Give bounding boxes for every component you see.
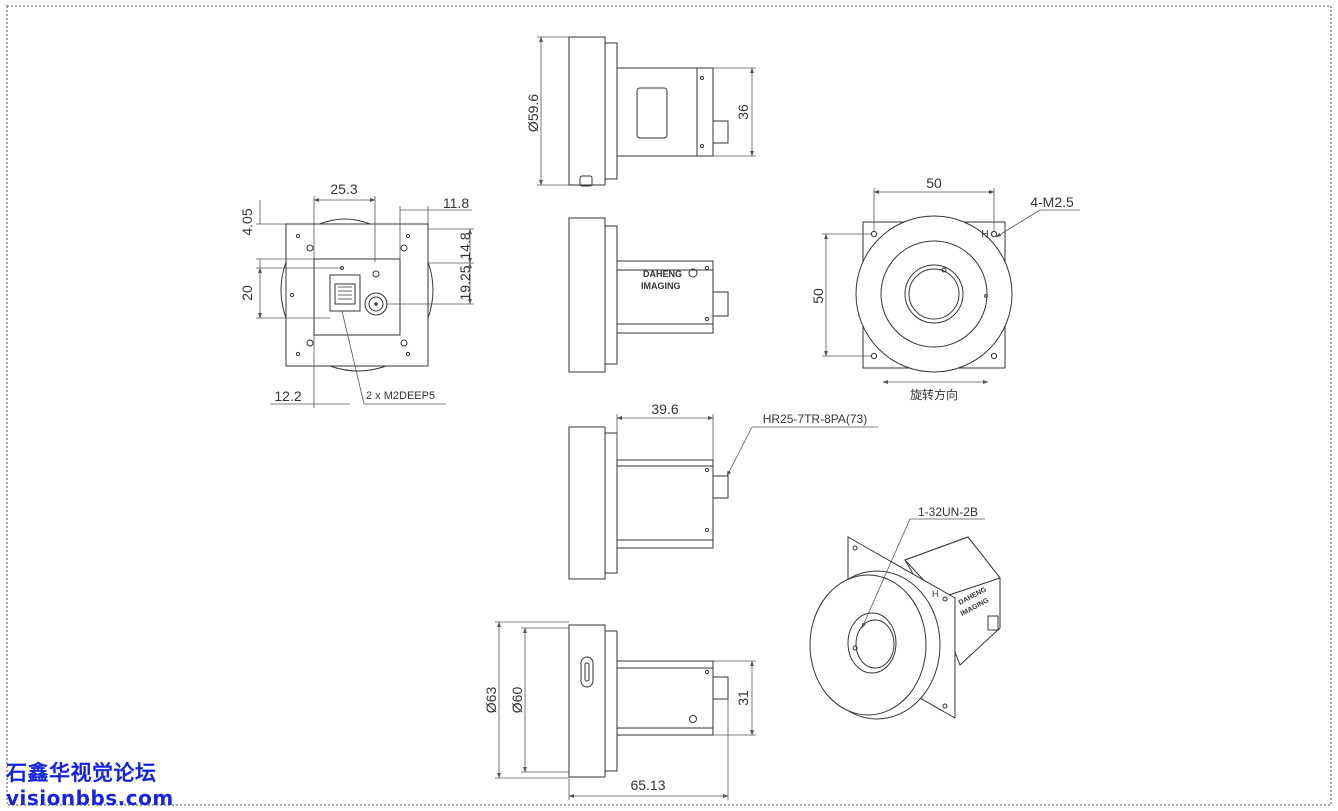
rj45-inner — [334, 283, 356, 305]
dim-4-05: 4.05 — [239, 208, 255, 235]
top-label-recess — [636, 87, 668, 139]
side-connector — [712, 291, 729, 317]
front-back-panel — [313, 258, 401, 336]
connector-view — [568, 426, 729, 580]
front-view — [280, 218, 434, 372]
dim-12-2: 12.2 — [274, 388, 301, 404]
lens-view — [855, 215, 1013, 373]
front-dimensions — [256, 196, 474, 408]
top-screw — [579, 175, 593, 187]
iso-connector — [987, 615, 999, 631]
dim-25-3: 25.3 — [330, 181, 357, 197]
iso-thread-note: 1-32UN-2B — [918, 505, 978, 519]
lens-bore — [908, 268, 960, 320]
front-plate — [285, 223, 429, 367]
thread-note-4-m2-5: 4-M2.5 — [1030, 194, 1074, 210]
dim-diameter-60: Ø60 — [509, 687, 525, 714]
iso-mount — [847, 612, 897, 674]
bottom-view — [568, 624, 729, 778]
top-connector — [712, 120, 729, 144]
side-flange — [568, 217, 606, 373]
front-dim-texts: 25.3 11.8 4.05 20 14.8 19.25 12.2 2 x M2… — [239, 181, 473, 404]
lens-ring-middle — [880, 240, 988, 348]
side-logo: DAHENG IMAGING — [641, 268, 698, 291]
top-collar — [604, 42, 618, 180]
dim-31: 31 — [735, 690, 751, 706]
dim-39-6: 39.6 — [651, 401, 678, 417]
rj45-pins — [338, 286, 352, 300]
front-ring-right-arc — [427, 261, 434, 319]
bottom-dimensions — [495, 621, 756, 800]
iso-ring-front — [809, 574, 927, 716]
connector-dimensions — [616, 414, 878, 477]
front-mount-holes — [289, 233, 411, 357]
sheet-border — [6, 5, 1332, 806]
dim-20: 20 — [239, 285, 255, 301]
dim-14-8: 14.8 — [457, 232, 473, 259]
connector-note-hr25: HR25-7TR-8PA(73) — [763, 412, 867, 426]
dim-diameter-59-6: Ø59.6 — [525, 94, 541, 132]
iso-bore — [855, 619, 895, 669]
conn-flange — [568, 426, 606, 580]
io-connector-inner — [368, 296, 384, 312]
bottom-slot-inner — [584, 662, 590, 682]
dim-36: 36 — [735, 104, 751, 120]
watermark-site-url: visionbbs.com — [6, 786, 174, 810]
bottom-screw — [689, 715, 697, 723]
side-view — [568, 217, 729, 373]
io-connector-pin — [374, 302, 378, 306]
dim-65-13: 65.13 — [630, 777, 665, 793]
dim-19-25: 19.25 — [457, 265, 473, 300]
dim-50-height: 50 — [810, 288, 826, 304]
front-ring-left-arc — [280, 261, 287, 319]
watermark-forum-name: 石鑫华视觉论坛 — [6, 761, 157, 785]
side-collar — [604, 225, 618, 365]
bottom-collar — [604, 630, 618, 772]
rj45-port — [329, 274, 361, 312]
status-led — [372, 270, 380, 278]
front-ring-top-arc — [319, 218, 371, 225]
top-flange — [568, 36, 606, 186]
dim-diameter-63: Ø63 — [483, 687, 499, 714]
connector-note: 2 x M2DEEP5 — [366, 390, 435, 402]
iso-view — [809, 536, 1001, 720]
front-ring-bottom-arc — [329, 365, 387, 372]
conn-connector — [712, 475, 729, 499]
bottom-connector — [712, 676, 729, 700]
conn-collar — [604, 432, 618, 574]
lens-dimensions — [822, 188, 1080, 384]
dim-11-8: 11.8 — [443, 195, 469, 211]
top-dimensions — [537, 36, 756, 186]
iso-mark-h: H — [932, 589, 939, 599]
logo-imaging: IMAGING — [641, 281, 681, 291]
lens-mount — [904, 264, 964, 324]
dim-50-width: 50 — [926, 175, 942, 191]
conn-body — [616, 459, 714, 549]
rotation-note: 旋转方向 — [910, 387, 958, 402]
bottom-flange — [568, 624, 606, 778]
mark-h: H — [981, 229, 988, 240]
top-view — [568, 36, 729, 187]
bottom-slot — [580, 656, 594, 688]
logo-daheng: DAHENG — [643, 269, 682, 279]
top-body — [616, 67, 714, 157]
bottom-body — [616, 660, 714, 736]
lens-ring-outer — [855, 215, 1013, 373]
